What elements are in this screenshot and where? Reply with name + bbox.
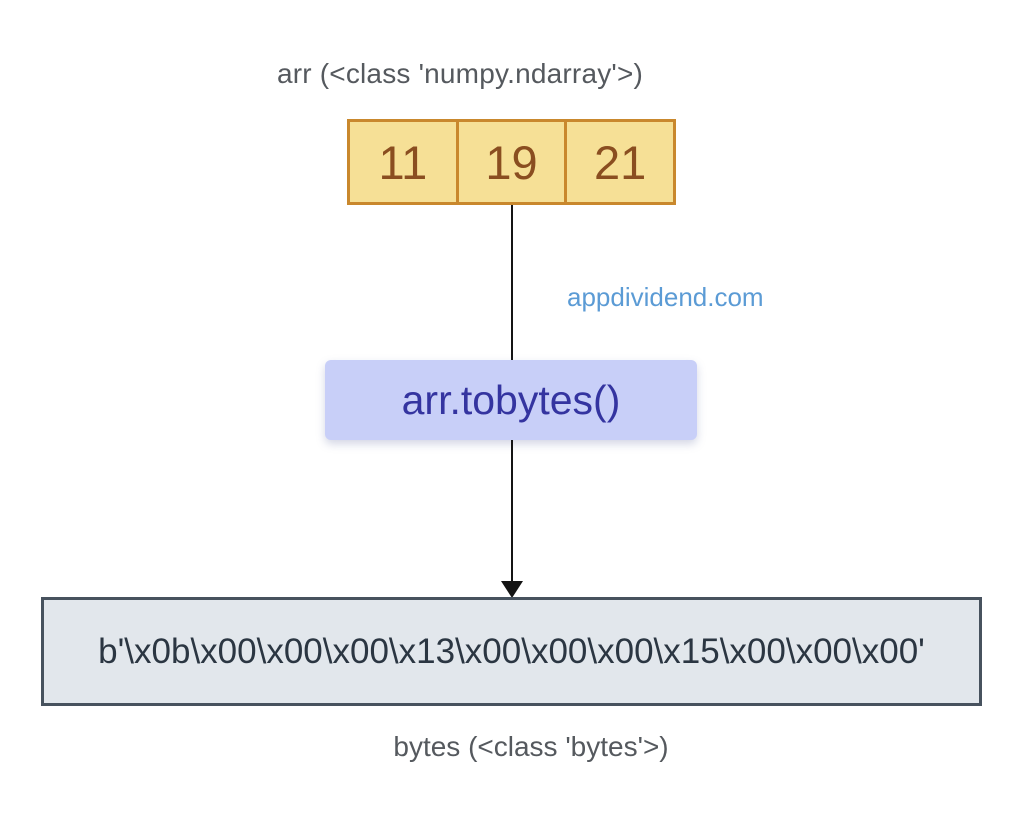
watermark-text: appdividend.com [567,282,764,312]
array-cell: 11 [378,135,428,189]
bytes-output-box: b'\x0b\x00\x00\x00\x13\x00\x00\x00\x15\x… [41,597,982,706]
bytes-output-value: b'\x0b\x00\x00\x00\x13\x00\x00\x00\x15\x… [98,631,925,671]
method-box: arr.tobytes() [325,360,697,440]
array-cell: 21 [564,122,673,202]
numpy-array: 11 19 21 [347,119,676,205]
arrow-down-icon [501,581,523,598]
method-label: arr.tobytes() [401,376,621,423]
bytes-type-label: bytes (<class 'bytes'>) [393,731,669,762]
connector-line-top [511,205,513,360]
array-type-label: arr (<class 'numpy.ndarray'>) [276,58,644,89]
array-cell: 19 [455,122,565,202]
connector-line-bottom [511,440,513,585]
